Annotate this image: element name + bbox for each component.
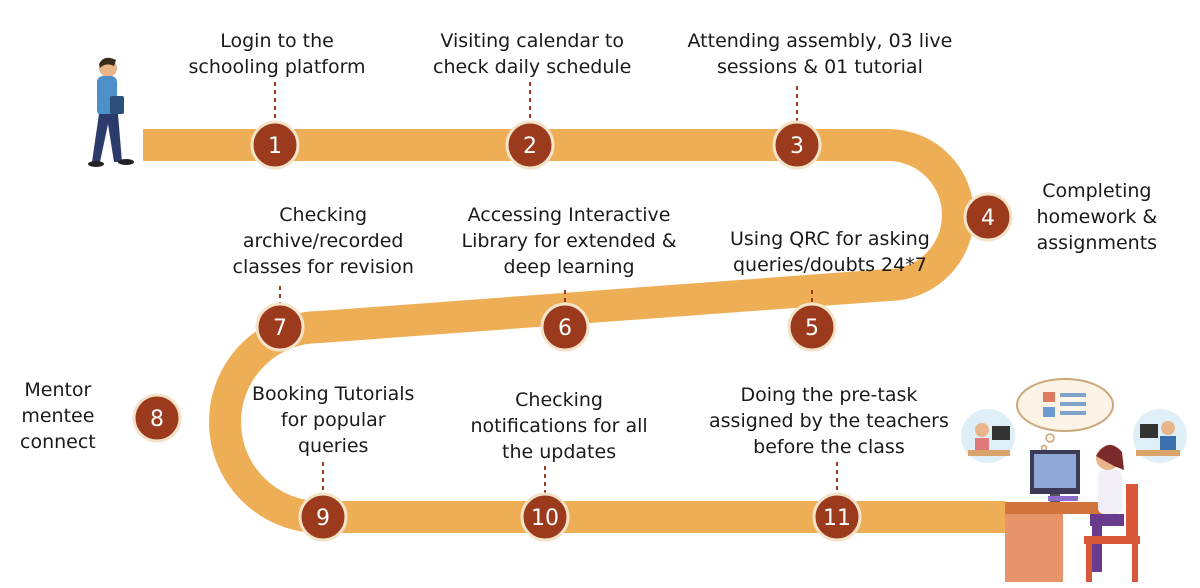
step-marker-1: 1 [250, 120, 300, 170]
step-number: 2 [523, 134, 537, 159]
walking-student-icon [88, 57, 134, 167]
online-class-desk-icon [961, 378, 1187, 582]
step-circle [250, 120, 300, 170]
step-marker-3: 3 [772, 120, 822, 170]
step-circle [540, 302, 590, 352]
step-circle [963, 192, 1013, 242]
step-number: 6 [558, 316, 572, 341]
step-label-7: Checking archive/recorded classes for revi… [233, 202, 414, 280]
step-number: 9 [316, 506, 330, 531]
step-label-line: Using QRC for asking [730, 228, 930, 250]
step-label-1: Login to the schooling platform [189, 28, 366, 80]
step-circle [505, 120, 555, 170]
step-circle [787, 302, 837, 352]
step-marker-4: 4 [963, 192, 1013, 242]
step-label-line: archive/recorded [242, 230, 404, 252]
step-label-line: mentee [21, 405, 95, 427]
connector-lines [274, 82, 838, 494]
step-label-line: Attending assembly, 03 live [687, 30, 953, 52]
step-label-line: assigned by the teachers [709, 410, 949, 432]
step-label-line: Visiting calendar to [440, 30, 624, 52]
step-circle [132, 393, 182, 443]
step-number: 8 [150, 407, 164, 432]
step-label-line: queries/doubts 24*7 [733, 254, 927, 276]
step-label-line: Login to the [220, 30, 334, 52]
step-label-line: homework & [1036, 206, 1158, 228]
step-marker-5: 5 [787, 302, 837, 352]
step-label-line: for popular [280, 409, 386, 431]
step-label-9: Booking Tutorials for popular queries [252, 381, 414, 459]
step-number: 3 [790, 134, 804, 159]
step-marker-7: 7 [255, 302, 305, 352]
step-label-4: Completing homework & assignments [1037, 178, 1158, 256]
step-marker-11: 11 [812, 492, 862, 542]
step-label-line: schooling platform [188, 56, 366, 78]
step-number: 4 [981, 206, 995, 231]
step-label-line: Checking [515, 389, 603, 411]
step-label-11: Doing the pre-task assigned by the teache… [709, 382, 949, 460]
step-marker-8: 8 [132, 393, 182, 443]
step-label-line: Booking Tutorials [252, 383, 415, 405]
step-marker-6: 6 [540, 302, 590, 352]
step-label-line: Library for extended & [461, 230, 677, 252]
road-path [143, 129, 1005, 533]
step-label-2: Visiting calendar to check daily schedule [433, 28, 631, 80]
step-label-line: Mentor [24, 379, 92, 401]
step-label-line: classes for revision [232, 256, 414, 278]
step-marker-2: 2 [505, 120, 555, 170]
step-circle [812, 492, 862, 542]
step-label-line: check daily schedule [433, 56, 632, 78]
step-label-line: sessions & 01 tutorial [716, 56, 923, 78]
step-label-10: Checking notifications for all the updates [471, 387, 648, 465]
step-marker-9: 9 [298, 492, 348, 542]
step-number: 7 [273, 316, 287, 341]
step-label-line: Completing [1042, 180, 1152, 202]
step-number: 5 [805, 316, 819, 341]
step-label-line: Doing the pre-task [740, 384, 918, 406]
step-label-5: Using QRC for asking queries/doubts 24*7 [730, 226, 930, 278]
step-marker-10: 10 [520, 492, 570, 542]
step-number: 10 [531, 506, 559, 531]
step-circles: 1 2 3 4 5 6 7 8 9 10 11 [132, 120, 1013, 542]
step-circle [298, 492, 348, 542]
step-number: 11 [823, 506, 851, 531]
step-label-3: Attending assembly, 03 live sessions & 01… [688, 28, 953, 80]
step-circle [772, 120, 822, 170]
step-label-line: connect [20, 431, 96, 453]
step-number: 1 [268, 134, 282, 159]
step-label-line: assignments [1036, 232, 1158, 254]
step-label-8: Mentor mentee connect [20, 377, 96, 455]
step-label-line: the updates [502, 441, 617, 463]
step-label-line: deep learning [503, 256, 635, 278]
step-label-line: before the class [753, 436, 905, 458]
step-label-line: Checking [279, 204, 368, 226]
step-label-line: queries [297, 435, 369, 457]
step-circle [255, 302, 305, 352]
step-label-line: notifications for all [470, 415, 648, 437]
step-circle [520, 492, 570, 542]
step-label-line: Accessing Interactive [467, 204, 671, 226]
